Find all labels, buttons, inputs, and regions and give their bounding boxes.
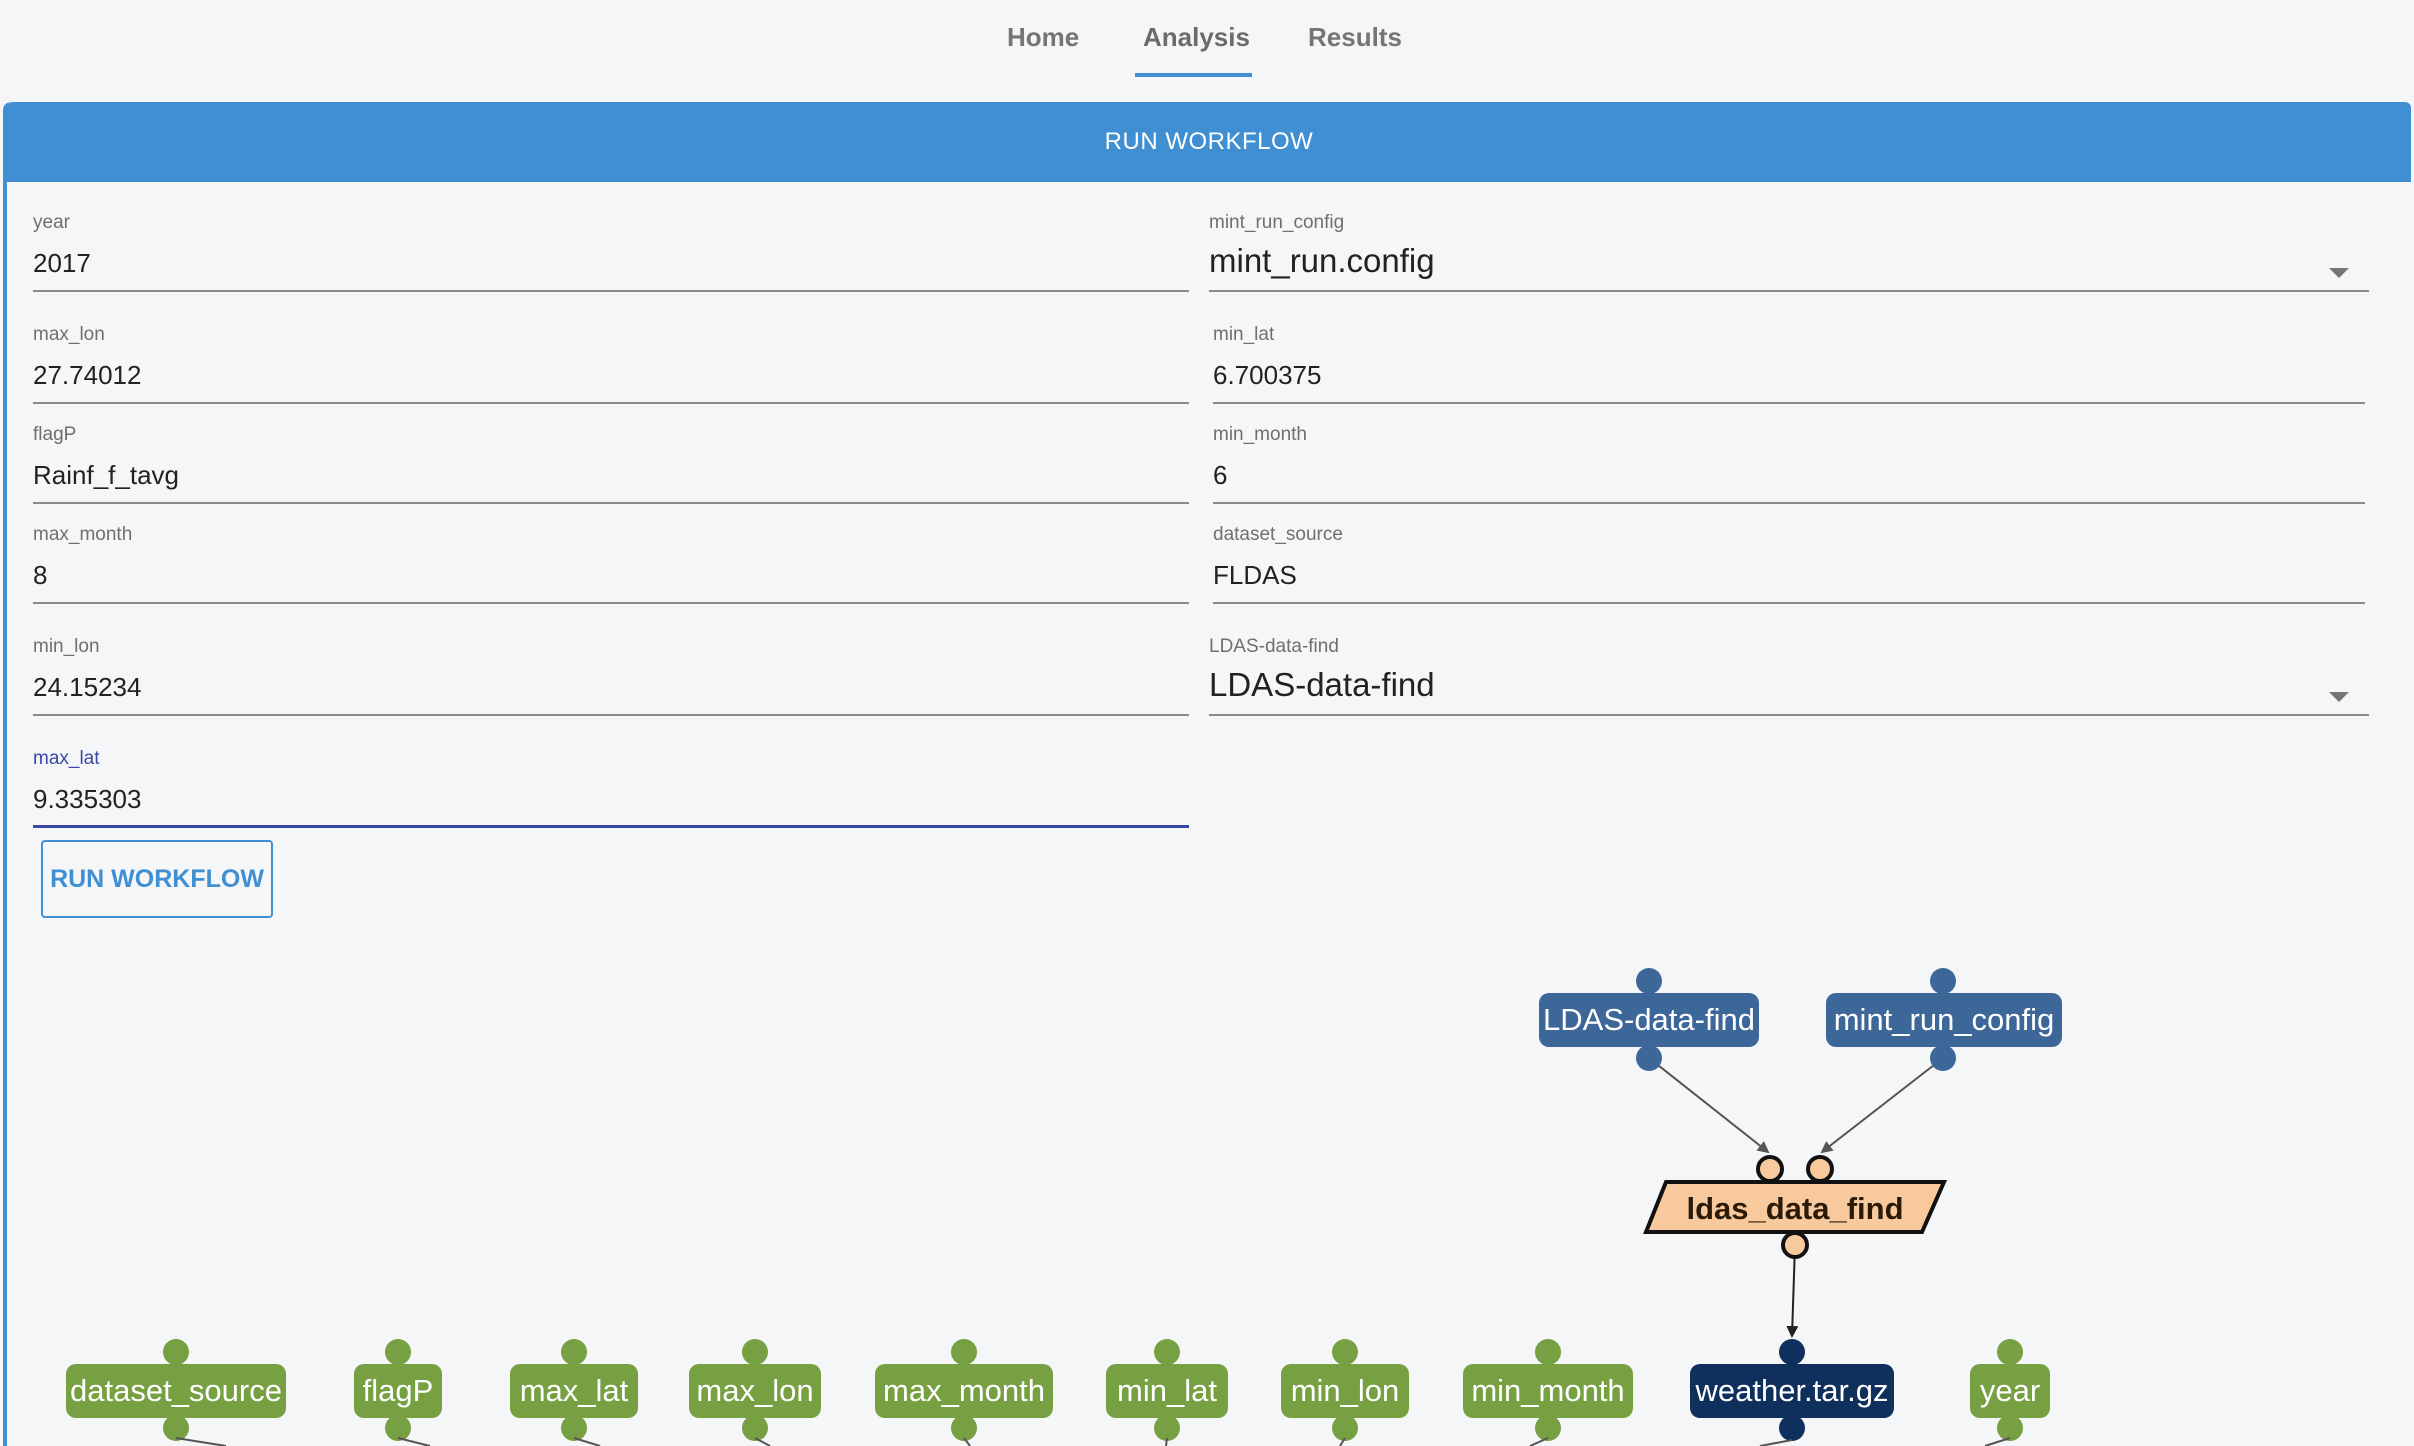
- max-lat-underline: [33, 825, 1189, 828]
- min-lon-field: min_lon: [33, 636, 1189, 716]
- chevron-down-icon[interactable]: [2329, 692, 2349, 702]
- ldas-data-find-label: LDAS-data-find: [1209, 636, 1339, 657]
- graph-node-max-lat[interactable]: max_lat: [510, 1339, 638, 1441]
- min-lat-label: min_lat: [1213, 324, 1275, 345]
- edge-ldas-config: [1648, 1057, 1770, 1154]
- edge-mint-run-config: [1820, 1057, 1944, 1154]
- max-month-label: max_month: [33, 524, 133, 545]
- graph-process-node[interactable]: ldas_data_find: [1643, 1155, 1948, 1259]
- ldas-data-find-field[interactable]: LDAS-data-find LDAS-data-find: [1209, 636, 2369, 716]
- graph-node-flagp[interactable]: flagP: [354, 1339, 442, 1441]
- max-lon-underline: [33, 402, 1189, 404]
- max-lat-field: max_lat: [33, 748, 1189, 828]
- year-underline: [33, 290, 1189, 292]
- dataset-source-input[interactable]: [1213, 560, 2313, 591]
- card-header-title: RUN WORKFLOW: [7, 102, 2411, 182]
- graph-node-label: dataset_source: [70, 1373, 282, 1408]
- ldas-data-find-underline: [1209, 714, 2369, 716]
- max-lat-input[interactable]: [33, 784, 1133, 815]
- graph-node-min-month[interactable]: min_month: [1463, 1339, 1633, 1441]
- flagp-input[interactable]: [33, 460, 1133, 491]
- min-lon-underline: [33, 714, 1189, 716]
- mint-run-config-field[interactable]: mint_run_config mint_run.config: [1209, 212, 2369, 292]
- flagp-underline: [33, 502, 1189, 504]
- max-lat-label: max_lat: [33, 748, 100, 769]
- tab-analysis[interactable]: Analysis: [1143, 22, 1250, 52]
- graph-node-max-lon[interactable]: max_lon: [689, 1339, 821, 1441]
- max-month-underline: [33, 602, 1189, 604]
- active-tab-indicator: [1135, 73, 1252, 77]
- ldas-data-find-select-value[interactable]: LDAS-data-find: [1209, 666, 1435, 703]
- year-field: year: [33, 212, 1189, 292]
- chevron-down-icon[interactable]: [2329, 268, 2349, 278]
- dataset-source-label: dataset_source: [1213, 524, 1343, 545]
- year-input[interactable]: [33, 248, 1133, 279]
- mint-run-config-label: mint_run_config: [1209, 212, 1345, 233]
- graph-node-label: flagP: [363, 1373, 434, 1408]
- run-workflow-button[interactable]: RUN WORKFLOW: [41, 840, 273, 918]
- graph-node-max-month[interactable]: max_month: [875, 1339, 1053, 1441]
- tab-results[interactable]: Results: [1308, 22, 1402, 52]
- max-month-field: max_month: [33, 524, 1189, 604]
- tab-home[interactable]: Home: [1007, 22, 1080, 52]
- graph-node-dataset-source[interactable]: dataset_source: [66, 1339, 286, 1441]
- graph-node-label: year: [1980, 1373, 2040, 1408]
- graph-outgoing-edges: [175, 1437, 2011, 1446]
- graph-node-label: weather.tar.gz: [1694, 1373, 1888, 1408]
- min-lat-field: min_lat: [1213, 324, 2365, 404]
- min-month-field: min_month: [1213, 424, 2365, 504]
- flagp-label: flagP: [33, 424, 77, 445]
- mint-run-config-underline: [1209, 290, 2369, 292]
- graph-node-weather-output[interactable]: weather.tar.gz: [1690, 1339, 1894, 1441]
- graph-node-min-lon[interactable]: min_lon: [1281, 1339, 1409, 1441]
- min-month-underline: [1213, 502, 2365, 504]
- dataset-source-field: dataset_source: [1213, 524, 2365, 604]
- graph-node-label: min_month: [1471, 1373, 1624, 1408]
- mint-run-config-select-value[interactable]: mint_run.config: [1209, 242, 1435, 279]
- max-lon-field: max_lon: [33, 324, 1189, 404]
- flagp-field: flagP: [33, 424, 1189, 504]
- graph-node-mint-run-config[interactable]: mint_run_config: [1826, 968, 2062, 1071]
- graph-node-year[interactable]: year: [1970, 1339, 2050, 1441]
- max-lon-input[interactable]: [33, 360, 1133, 391]
- min-lat-underline: [1213, 402, 2365, 404]
- graph-node-label: min_lat: [1117, 1373, 1217, 1408]
- graph-node-label: max_lat: [520, 1373, 629, 1408]
- max-lon-label: max_lon: [33, 324, 105, 345]
- run-workflow-card: RUN WORKFLOW year max_lon flagP max_mont…: [3, 102, 2411, 1446]
- year-label: year: [33, 212, 70, 233]
- graph-node-min-lat[interactable]: min_lat: [1106, 1339, 1228, 1441]
- min-month-label: min_month: [1213, 424, 1307, 445]
- graph-node-label: min_lon: [1291, 1373, 1400, 1408]
- min-month-input[interactable]: [1213, 460, 2313, 491]
- top-navigation: Home Analysis Results: [0, 0, 2414, 90]
- min-lon-label: min_lon: [33, 636, 100, 657]
- edge-weather-output: [1786, 1244, 1799, 1338]
- graph-node-label: mint_run_config: [1834, 1002, 2055, 1037]
- graph-node-label: LDAS-data-find: [1543, 1002, 1755, 1037]
- graph-node-ldas-data-find[interactable]: LDAS-data-find: [1539, 968, 1759, 1071]
- graph-node-label: max_month: [883, 1373, 1045, 1408]
- dataset-source-underline: [1213, 602, 2365, 604]
- graph-process-label: ldas_data_find: [1686, 1191, 1903, 1226]
- min-lon-input[interactable]: [33, 672, 1133, 703]
- graph-node-label: max_lon: [696, 1373, 813, 1408]
- min-lat-input[interactable]: [1213, 360, 2313, 391]
- max-month-input[interactable]: [33, 560, 1133, 591]
